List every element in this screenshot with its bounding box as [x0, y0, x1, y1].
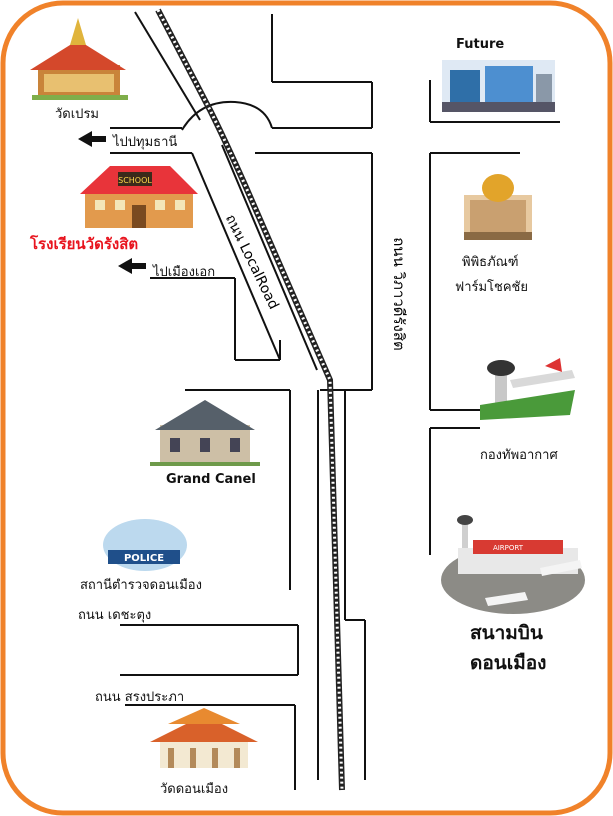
- left-arrow-icon: [78, 131, 106, 147]
- airport-sign: AIRPORT: [493, 544, 524, 552]
- label-song-prapa: ถนน สรงประภา: [95, 690, 185, 705]
- label-wat-don-mueang: วัดดอนเมือง: [160, 782, 229, 797]
- label-grand-canel: Grand Canel: [166, 472, 256, 487]
- pavilion-icon: [150, 708, 258, 768]
- police-sign: POLICE: [124, 553, 164, 564]
- label-airport-line1: สนามบิน: [470, 622, 543, 644]
- label-chet-chatung: ถนน เดชะตุง: [78, 608, 152, 623]
- label-police: สถานีตำรวจดอนเมือง: [80, 578, 202, 593]
- label-wat-prem: วัดเปรม: [55, 107, 99, 122]
- mall-icon: [442, 60, 555, 112]
- label-to-pathum: ไปปทุมธานี: [113, 135, 178, 150]
- museum-icon: [464, 174, 532, 240]
- label-school: โรงเรียนวัดรังสิต: [30, 235, 139, 253]
- label-vibhavadi: ถนน วิภาวดีรังสิต: [389, 237, 408, 351]
- temple-icon: [30, 18, 128, 100]
- control-tower-icon: [480, 358, 575, 420]
- mansion-icon: [150, 400, 260, 466]
- road-lines: [110, 11, 560, 790]
- left-arrow-icon: [118, 258, 146, 274]
- label-air-force: กองทัพอากาศ: [480, 448, 558, 463]
- school-icon: SCHOOL: [80, 166, 198, 228]
- label-to-muang-ek: ไปเมืองเอก: [153, 265, 216, 280]
- label-museum-line1: พิพิธภัณฑ์: [462, 255, 519, 270]
- police-station-icon: POLICE: [103, 519, 187, 571]
- school-sign: SCHOOL: [118, 176, 152, 185]
- label-future: Future: [456, 37, 505, 52]
- railway: [155, 8, 345, 791]
- label-airport-line2: ดอนเมือง: [470, 652, 547, 674]
- label-museum-line2: ฟาร์มโชคชัย: [455, 280, 528, 295]
- airport-icon: AIRPORT: [441, 515, 585, 614]
